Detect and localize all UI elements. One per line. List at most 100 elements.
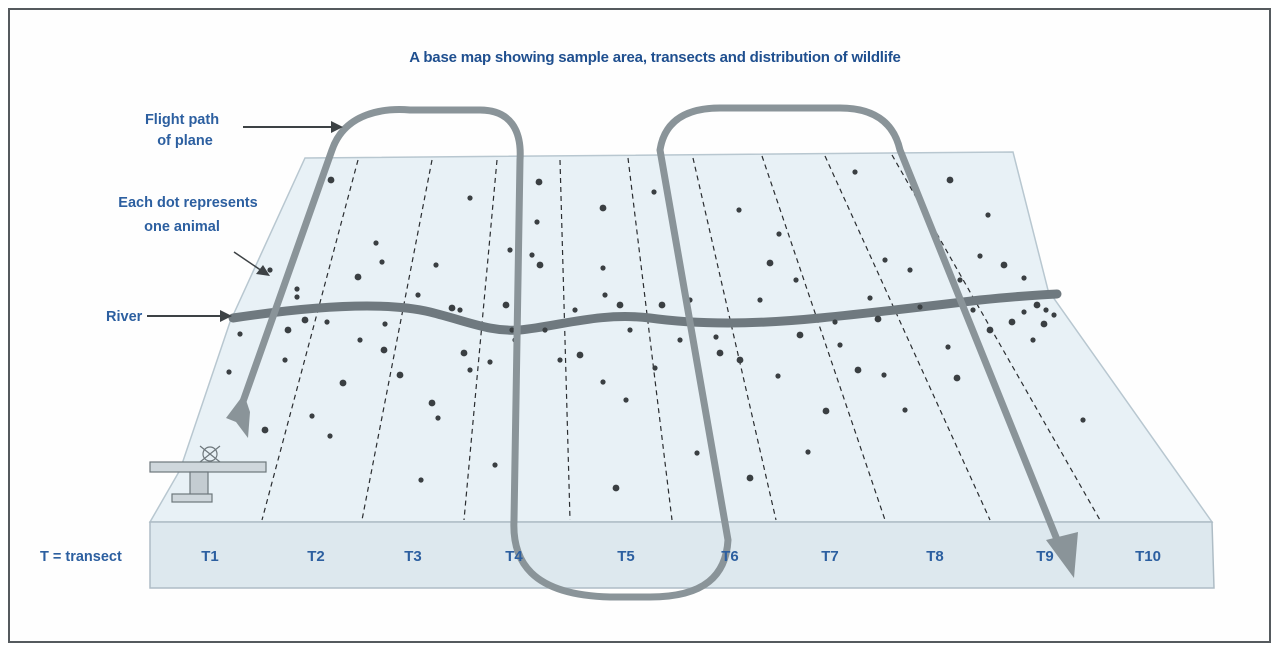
transect-label-t3: T3: [404, 548, 422, 565]
animal-dot: [776, 231, 782, 237]
animal-dot: [428, 399, 436, 407]
animal-dot: [460, 349, 468, 357]
animal-dot: [600, 379, 606, 385]
transect-divider-lines: [261, 154, 1101, 521]
transect-divider-2: [361, 159, 433, 521]
transect-divider-9: [891, 154, 1101, 521]
animal-dot: [599, 204, 607, 212]
animal-dot: [467, 367, 473, 373]
animal-dot: [766, 259, 774, 267]
animal-dot: [294, 286, 300, 292]
transect-label-t1: T1: [201, 548, 219, 565]
animal-dot: [612, 484, 620, 492]
animal-dot: [874, 315, 882, 323]
animal-dot: [237, 331, 243, 337]
flight-path-label: Flight path: [145, 112, 219, 128]
animal-dot: [457, 307, 463, 313]
animal-dot: [854, 366, 862, 374]
animal-dot: [487, 359, 493, 365]
transect-divider-5: [627, 157, 673, 521]
animal-dot: [775, 373, 781, 379]
animal-dot: [572, 307, 578, 313]
dot-legend-label-2: one animal: [144, 219, 220, 235]
animal-dot: [1021, 309, 1027, 315]
animal-dot: [736, 207, 742, 213]
animal-dot: [736, 356, 744, 364]
transect-divider-1: [261, 159, 359, 521]
animal-dot: [557, 357, 563, 363]
animal-dot: [294, 294, 300, 300]
plane-icon: [149, 445, 267, 503]
animal-dot: [309, 413, 315, 419]
animal-dot: [382, 321, 388, 327]
transect-divider-8: [824, 155, 991, 521]
transect-label-t4: T4: [505, 548, 523, 565]
transect-divider-6: [692, 157, 777, 521]
animal-dot: [301, 316, 309, 324]
animal-dot: [380, 346, 388, 354]
animal-dot: [881, 372, 887, 378]
animal-dot: [746, 474, 754, 482]
animal-dot: [946, 176, 954, 184]
animal-dot: [1043, 307, 1049, 313]
transect-label-t8: T8: [926, 548, 944, 565]
animal-dot: [327, 176, 335, 184]
animal-dot: [837, 342, 843, 348]
animal-dot: [282, 357, 288, 363]
transect-divider-4: [559, 159, 571, 521]
animal-dot: [284, 326, 292, 334]
animal-dot: [502, 301, 510, 309]
animal-dot: [1040, 320, 1048, 328]
transect-label-t7: T7: [821, 548, 839, 565]
animal-dot: [694, 450, 700, 456]
animal-dot: [1051, 312, 1057, 318]
animal-dot: [600, 265, 606, 271]
sample-area-front-face: [149, 521, 1215, 589]
animal-dot: [945, 344, 951, 350]
animal-dot: [435, 415, 441, 421]
flight-path-label-2: of plane: [157, 133, 213, 149]
animal-dot: [542, 327, 548, 333]
animal-dot: [324, 319, 330, 325]
animal-dot: [658, 301, 666, 309]
animal-dot: [1080, 417, 1086, 423]
animal-dot: [492, 462, 498, 468]
animal-dot: [415, 292, 421, 298]
animal-dot: [535, 178, 543, 186]
transect-label-t10: T10: [1135, 548, 1161, 565]
animal-dot: [832, 319, 838, 325]
animal-dot: [467, 195, 473, 201]
animal-dot: [957, 277, 963, 283]
animal-dot: [448, 304, 456, 312]
animal-dot: [1021, 275, 1027, 281]
transect-divider-3: [463, 159, 498, 521]
callout-arrows: [147, 121, 343, 322]
animal-dot: [970, 307, 976, 313]
animal-dot: [529, 252, 535, 258]
animal-dot: [1000, 261, 1008, 269]
river: [228, 289, 1062, 335]
dot-legend-label: Each dot represents: [118, 195, 257, 211]
animal-dot: [852, 169, 858, 175]
animal-dot: [226, 369, 232, 375]
animal-dot: [327, 433, 333, 439]
animal-dot: [576, 351, 584, 359]
animal-dot: [396, 371, 404, 379]
flight-path: [236, 104, 1066, 601]
animal-dot: [379, 259, 385, 265]
animal-dot: [977, 253, 983, 259]
animal-dot: [507, 247, 513, 253]
animal-dot: [1030, 337, 1036, 343]
animal-dot: [757, 297, 763, 303]
animal-dot: [536, 261, 544, 269]
animal-dot: [534, 219, 540, 225]
animal-dot: [902, 407, 908, 413]
transect-label-t9: T9: [1036, 548, 1054, 565]
animal-dot: [907, 267, 913, 273]
animal-dot: [616, 301, 624, 309]
animal-dot: [1033, 301, 1041, 309]
animal-dot: [716, 349, 724, 357]
animal-dot: [796, 331, 804, 339]
